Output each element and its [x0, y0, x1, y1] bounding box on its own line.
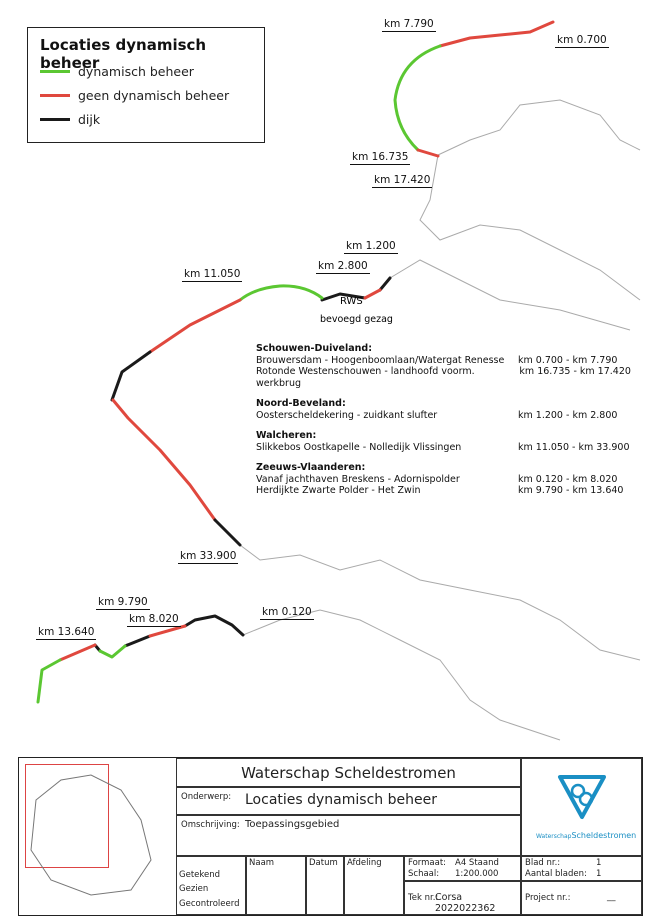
schouwen-red-segment: [438, 20, 555, 48]
description-cell: Omschrijving: Toepassingsgebied: [176, 815, 521, 856]
region-heading: Noord-Beveland:: [256, 398, 346, 409]
logo: WaterschapScheldestromen: [521, 758, 642, 856]
bevoegd-gezag-label: bevoegd gezag: [320, 314, 393, 325]
km-label: km 11.050: [182, 268, 243, 282]
zvl-green-segment: [36, 644, 127, 704]
walcheren-red-segment-2: [111, 398, 217, 522]
title-block: Waterschap Scheldestromen Onderwerp: Loc…: [18, 757, 643, 916]
subject-label: Onderwerp:: [181, 792, 232, 802]
location-row: Vanaf jachthaven Breskens - Adornispolde…: [256, 473, 618, 485]
location-row: Brouwersdam - Hoogenboomlaan/Watergat Re…: [256, 354, 618, 366]
noordbeveland-red-segment: [363, 288, 382, 300]
sheet-cell: Blad nr.:1 Aantal bladen:1: [521, 856, 642, 881]
km-label: km 13.640: [36, 626, 97, 640]
region-heading: Zeeuws-Vlaanderen:: [256, 462, 366, 473]
legend-title: Locaties dynamisch beheer: [40, 36, 207, 72]
region-heading: Schouwen-Duiveland:: [256, 343, 373, 354]
org-name: Waterschap Scheldestromen: [176, 758, 521, 787]
legend-label: dijk: [78, 112, 101, 127]
legend-label: dynamisch beheer: [78, 64, 194, 79]
region-heading: Walcheren:: [256, 430, 317, 441]
locations-list: Schouwen-Duiveland: Brouwersdam - Hoogen…: [256, 343, 636, 506]
overview-map: [25, 764, 152, 896]
km-label: km 7.790: [382, 18, 436, 32]
walcheren-red-segment: [148, 298, 242, 354]
km-label: km 1.200: [344, 240, 398, 254]
km-label: km 0.120: [260, 606, 314, 620]
drawing-number-cell: Tek nr.:Corsa 2022022362: [404, 881, 521, 915]
legend: Locaties dynamisch beheer dynamisch behe…: [27, 27, 265, 143]
location-row: Slikkebos Oostkapelle - Nolledijk Vlissi…: [256, 441, 630, 453]
schouwen-red-segment-2: [416, 148, 440, 158]
noordbeveland-dike: [320, 276, 392, 302]
km-label: km 33.900: [178, 550, 239, 564]
walcheren-dike-2: [213, 518, 242, 547]
km-label: km 9.790: [96, 596, 150, 610]
description-value: Toepassingsgebied: [245, 819, 340, 830]
project-cell: Project nr.:__: [521, 881, 642, 915]
format-scale-cell: Formaat:A4 Staand Schaal:1:200.000: [404, 856, 521, 881]
col-naam: Naam: [246, 856, 306, 915]
legend-item-non-dynamic: geen dynamisch beheer: [40, 88, 229, 103]
col-datum: Datum: [306, 856, 344, 915]
subject-value: Locaties dynamisch beheer: [245, 792, 437, 808]
location-row: Rotonde Westenschouwen - landhoofd voorm…: [256, 366, 631, 389]
subject-cell: Onderwerp: Locaties dynamisch beheer: [176, 787, 521, 815]
schouwen-green-segment: [393, 44, 442, 152]
km-label: km 16.735: [350, 151, 411, 165]
rws-label: RWS: [340, 296, 363, 307]
zvl-red-segment: [58, 624, 187, 662]
col-afdeling: Afdeling: [344, 856, 404, 915]
legend-item-dynamic: dynamisch beheer: [40, 64, 194, 79]
walcheren-dike: [110, 350, 152, 402]
legend-label: geen dynamisch beheer: [78, 88, 230, 103]
coastline: [239, 99, 641, 741]
description-label: Omschrijving:: [181, 820, 240, 830]
km-label: km 8.020: [127, 613, 181, 627]
km-label: km 17.420: [372, 174, 433, 188]
km-label: km 2.800: [316, 260, 370, 274]
legend-item-dike: dijk: [40, 112, 100, 127]
km-label: km 0.700: [555, 34, 609, 48]
walcheren-green-segment: [238, 284, 324, 302]
